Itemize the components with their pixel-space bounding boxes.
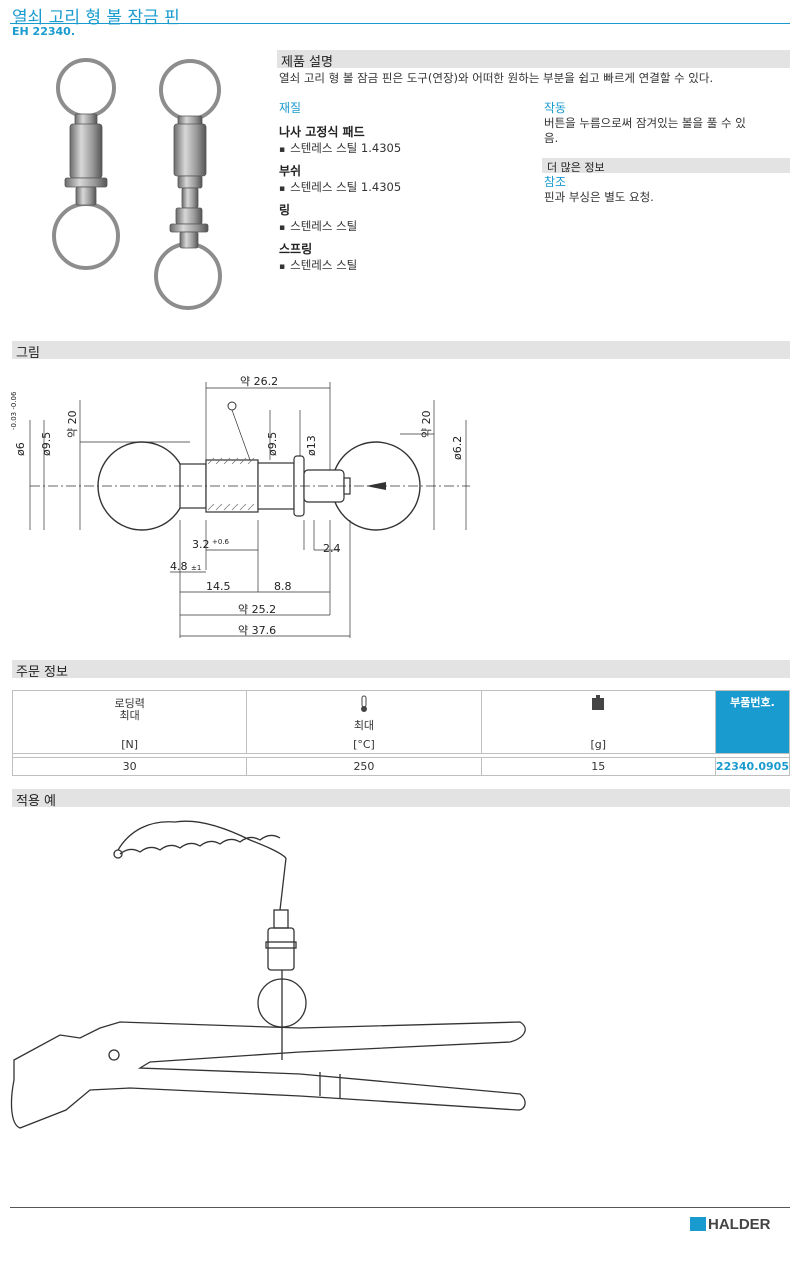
column-load: 로딩력 최대 [N] [11, 690, 248, 754]
material-value-1: 스텐레스 스틸 1.4305 [279, 141, 401, 158]
dim-6-tolerance: -0.03 -0.06 [10, 391, 18, 430]
column-part-number: 부품번호. [714, 690, 791, 754]
dim-4-8-tolerance: ±1 [191, 564, 201, 572]
table-row: 30 250 15 22340.0905 [11, 757, 791, 776]
product-code: EH 22340. [12, 25, 75, 38]
more-info-heading: 더 많은 정보 [542, 158, 790, 174]
column-temperature: 최대 [°C] [246, 690, 482, 754]
thermometer-icon [247, 695, 480, 716]
material-value-2: 스텐레스 스틸 1.4305 [279, 180, 401, 197]
weight-icon [482, 695, 715, 714]
column-load-label: 로딩력 [114, 697, 145, 710]
brand-logo: HALDER [690, 1216, 771, 1233]
brand-name: HALDER [708, 1216, 771, 1233]
dim-6-2: ø6.2 [451, 436, 464, 460]
product-photo [52, 58, 222, 310]
dim-9-5-center: ø9.5 [266, 432, 279, 456]
cell-weight: 15 [480, 757, 716, 776]
operation-heading: 작동 [544, 101, 567, 115]
reference-text: 핀과 부싱은 별도 요청. [544, 190, 654, 204]
dim-6: ø6 [14, 442, 27, 456]
dim-25-2: 약 25.2 [238, 602, 276, 616]
title-rule [10, 23, 790, 24]
application-heading: 적용 예 [12, 789, 790, 809]
dim-26-2: 약 26.2 [240, 374, 278, 388]
column-temperature-unit: [°C] [353, 738, 375, 751]
column-temperature-sub: 최대 [353, 719, 375, 732]
dim-2-4: 2.4 [323, 542, 341, 555]
technical-drawing: 약 26.2 약 20 약 20 ø9.5 ø9.5 ø13 ø6.2 ø6 -… [10, 374, 470, 638]
order-table: 로딩력 최대 [N] 최대 [°C] [g] 부품번호. 30 250 15 2… [11, 690, 791, 776]
material-name-3: 링 [279, 203, 291, 217]
column-load-unit: [N] [121, 738, 139, 751]
dim-37-6: 약 37.6 [238, 623, 276, 637]
cell-part-number: 22340.0905 [714, 757, 791, 776]
drawing-heading: 그림 [12, 341, 790, 361]
material-name-4: 스프링 [279, 242, 313, 256]
dim-4-8: 4.8 [170, 560, 188, 573]
column-weight-unit: [g] [590, 738, 607, 751]
application-illustration [10, 820, 526, 1129]
dim-14-5: 14.5 [206, 580, 231, 593]
reference-heading: 참조 [544, 175, 567, 189]
material-name-1: 나사 고정식 패드 [279, 125, 365, 139]
dim-20-right: 약 20 [419, 410, 433, 438]
column-weight: [g] [480, 690, 716, 754]
operation-text-2: 음. [544, 131, 559, 145]
footer-rule [10, 1207, 790, 1208]
material-heading: 재질 [279, 101, 302, 115]
description-heading: 제품 설명 [277, 50, 790, 70]
material-name-2: 부쉬 [279, 164, 302, 178]
dim-3-2: 3.2 [192, 538, 210, 551]
column-load-sub: 최대 [119, 709, 140, 722]
dim-20-left: 약 20 [65, 410, 79, 438]
cell-temperature: 250 [246, 757, 482, 776]
cell-load: 30 [11, 757, 248, 776]
order-heading: 주문 정보 [12, 660, 790, 680]
dim-9-5-left: ø9.5 [40, 432, 53, 456]
material-value-3: 스텐레스 스틸 [279, 219, 357, 236]
halder-mark-icon [690, 1217, 706, 1231]
dim-8-8: 8.8 [274, 580, 292, 593]
dim-13: ø13 [305, 435, 318, 456]
description-text: 열쇠 고리 형 볼 잠금 핀은 도구(연장)와 어떠한 원하는 부분을 쉽고 빠… [279, 71, 714, 85]
dim-3-2-tolerance: +0.6 [212, 538, 230, 546]
operation-text-1: 버튼을 누름으로써 잠겨있는 볼을 풀 수 있 [544, 116, 746, 130]
material-value-4: 스텐레스 스틸 [279, 258, 357, 275]
